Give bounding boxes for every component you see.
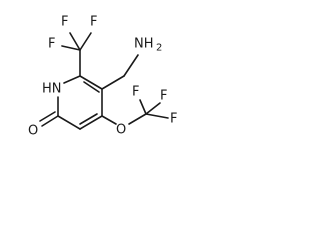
atom-hn: HN [42, 82, 62, 97]
atom-f-top-left: F [61, 15, 68, 30]
bond-c4-o [101, 115, 117, 125]
atom-o-ether: O [116, 123, 126, 138]
bond-c6-o [41, 115, 59, 127]
bond-n-c2 [63, 75, 81, 84]
atom-o-carbonyl: O [28, 124, 38, 139]
atom-f-left: F [48, 37, 55, 52]
bonds [39, 32, 169, 130]
bond-cf3-f-top-left [69, 32, 81, 51]
bond-cf3-f-top-right [79, 32, 92, 51]
molecule-structure: F F F NH 2 HN O O F F F [28, 15, 177, 139]
bond-ocf3-f-right [145, 113, 169, 119]
bond-c2-c3-inner [83, 81, 100, 93]
bond-ocf3-f-left [139, 99, 147, 115]
atom-f-ocf3-right: F [170, 112, 177, 127]
atom-f-ocf3-top: F [160, 89, 167, 104]
atom-nh2-subscript: 2 [156, 43, 162, 54]
bond-o-cf3 [128, 113, 147, 125]
bond-ocf3-f-top [145, 102, 161, 115]
bond-c2-c3 [79, 75, 103, 90]
bond-c5-c6 [57, 115, 81, 130]
atom-f-top-right: F [90, 15, 97, 30]
bond-c4-c5 [79, 115, 103, 130]
bond-cf3-f-left [61, 45, 81, 51]
bond-c4-c5-inner [79, 113, 98, 125]
bond-ch2-n [123, 54, 139, 77]
bond-c3-ch2 [101, 75, 125, 90]
atom-nh2: NH [134, 37, 154, 52]
atom-f-ocf3-left: F [132, 85, 139, 100]
atom-labels: F F F NH 2 HN O O F F F [28, 15, 177, 139]
bond-c6-o-double [39, 111, 56, 122]
